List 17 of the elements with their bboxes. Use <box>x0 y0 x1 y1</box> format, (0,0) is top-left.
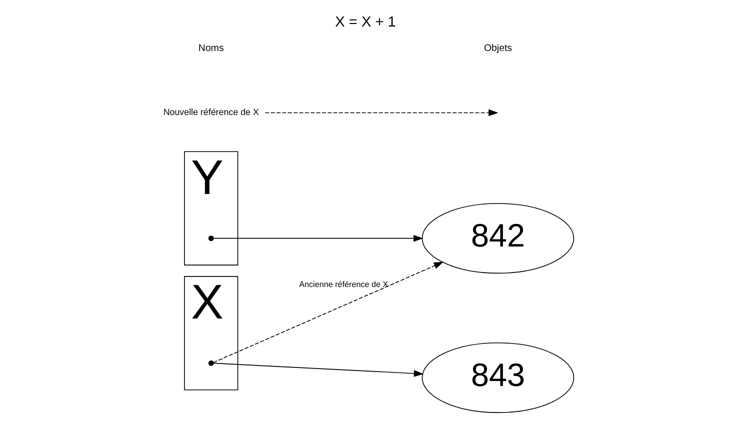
arrow <box>212 234 423 242</box>
arrow <box>212 262 444 363</box>
label: Objets <box>483 43 512 54</box>
node-label: Y <box>190 150 223 205</box>
node-ellipse: 843 <box>421 342 574 413</box>
arrow <box>264 109 498 116</box>
node-circle <box>208 236 214 242</box>
edge-label: Ancienne référence de X <box>298 280 388 289</box>
label: Noms <box>198 43 224 54</box>
arrow <box>212 362 424 377</box>
node-label: X <box>190 276 223 330</box>
node-ellipse: 842 <box>421 203 574 274</box>
diagram-title: X = X + 1 <box>334 14 396 30</box>
cluster <box>184 151 238 266</box>
cluster <box>184 276 238 390</box>
node-text: Nouvelle référence de X <box>162 107 258 117</box>
node-circle <box>208 360 214 366</box>
